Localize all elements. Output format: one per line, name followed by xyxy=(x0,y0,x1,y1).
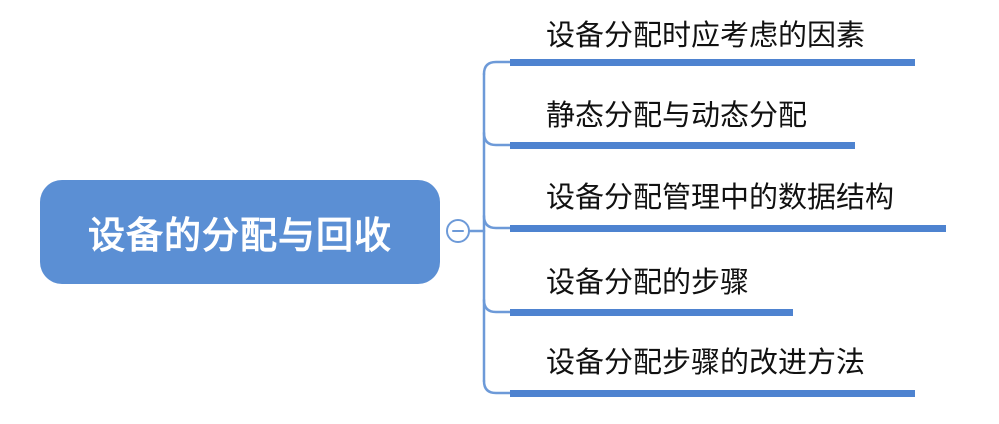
branch-underline-4 xyxy=(510,309,793,316)
branch-underline-2 xyxy=(510,142,855,149)
branch-label-2[interactable]: 静态分配与动态分配 xyxy=(546,98,808,132)
connector-branch-3 xyxy=(482,214,514,230)
connector-branch-2 xyxy=(482,131,514,147)
minus-icon xyxy=(452,229,464,233)
collapse-toggle-button[interactable] xyxy=(446,219,470,243)
connector-branch-5 xyxy=(482,379,514,395)
branch-underline-1 xyxy=(510,59,915,66)
connector-branch-1 xyxy=(482,60,514,76)
connector-branch-4 xyxy=(482,298,514,314)
root-node[interactable]: 设备的分配与回收 xyxy=(40,180,440,284)
root-label: 设备的分配与回收 xyxy=(88,214,392,257)
branch-label-3[interactable]: 设备分配管理中的数据结构 xyxy=(546,180,895,214)
branch-label-1[interactable]: 设备分配时应考虑的因素 xyxy=(546,18,866,52)
branch-label-5[interactable]: 设备分配步骤的改进方法 xyxy=(546,345,866,379)
branch-label-4[interactable]: 设备分配的步骤 xyxy=(546,265,750,299)
branch-underline-3 xyxy=(510,225,946,232)
branch-underline-5 xyxy=(510,390,915,397)
